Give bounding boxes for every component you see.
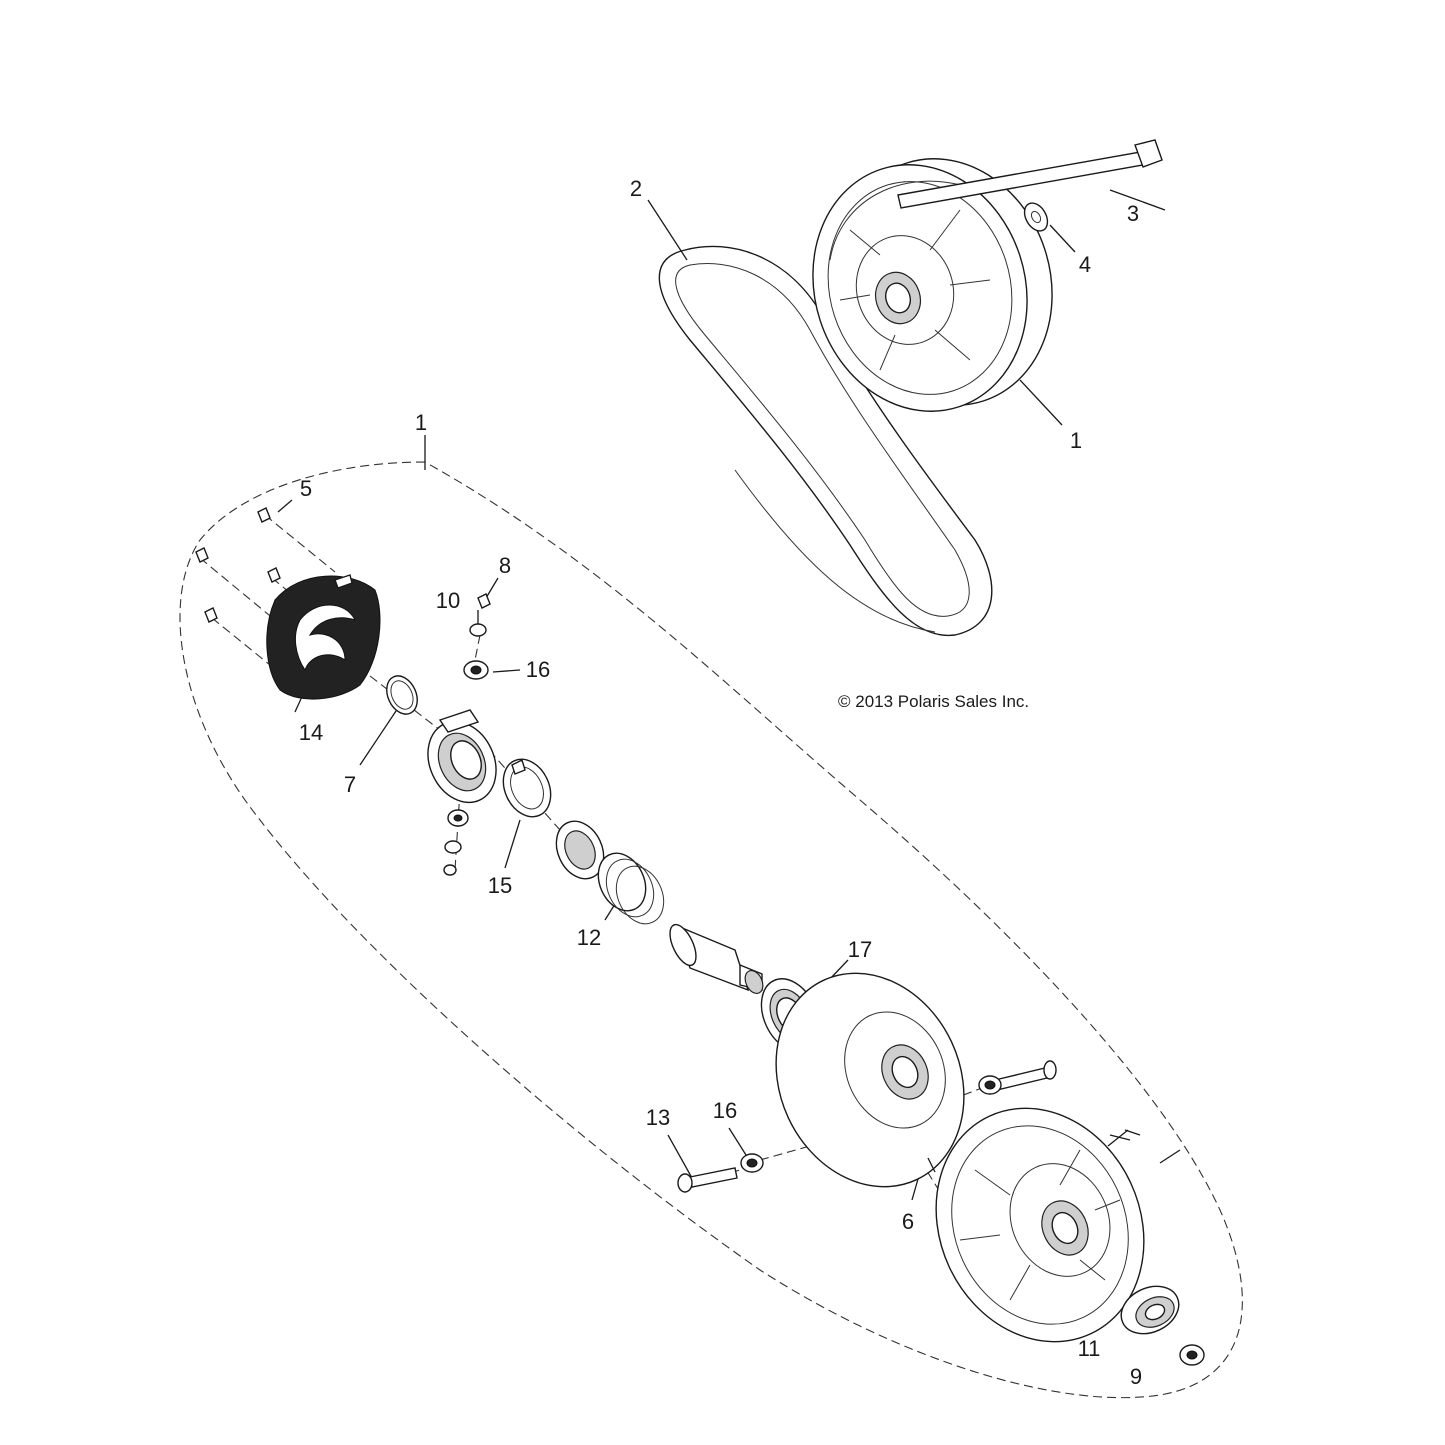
callout-10: 10 [435, 588, 461, 613]
thrust-washer [555, 820, 605, 880]
spring [597, 852, 665, 925]
callout-1-group: 1 [414, 410, 428, 435]
bolt-lower [677, 1167, 738, 1193]
copyright-notice: © 2013 Polaris Sales Inc. [838, 692, 1030, 711]
callout-9: 9 [1129, 1364, 1143, 1389]
small-washer [469, 623, 487, 637]
fixed-sheave [935, 1107, 1145, 1343]
spring-retainer [502, 758, 552, 818]
screw [195, 507, 281, 623]
assembly-group-outline [179, 461, 1243, 1399]
callout-5: 5 [299, 476, 313, 501]
helix-cover [266, 574, 381, 700]
snap-ring [386, 675, 418, 715]
callout-8: 8 [498, 553, 512, 578]
callout-7: 7 [343, 772, 357, 797]
callout-14: 14 [298, 720, 324, 745]
callout-16-upper: 16 [525, 657, 551, 682]
drive-clutch-sheave [812, 158, 1053, 412]
bearing-lower [1120, 1285, 1180, 1335]
callout-4: 4 [1078, 252, 1092, 277]
nut-right [978, 1075, 1002, 1095]
spider-assembly [427, 709, 497, 804]
bolt [897, 139, 1163, 209]
callout-13: 13 [645, 1105, 671, 1130]
nut-lower [740, 1153, 764, 1173]
callout-6: 6 [901, 1209, 915, 1234]
washer [1023, 202, 1049, 232]
bolt-right [994, 1060, 1057, 1091]
callout-17: 17 [847, 937, 873, 962]
callout-11: 11 [1077, 1336, 1101, 1361]
driven-clutch-sheave [775, 972, 965, 1188]
callout-1-top: 1 [1069, 428, 1083, 453]
shaft [669, 923, 764, 994]
callout-12: 12 [576, 925, 602, 950]
small-screw [477, 593, 491, 609]
roller-hardware [443, 809, 469, 876]
callout-3: 3 [1126, 201, 1140, 226]
callout-15: 15 [487, 873, 513, 898]
callout-16-lower: 16 [712, 1098, 738, 1123]
lock-nut [1179, 1344, 1205, 1366]
callout-2: 2 [629, 176, 643, 201]
nut-upper [463, 660, 489, 680]
